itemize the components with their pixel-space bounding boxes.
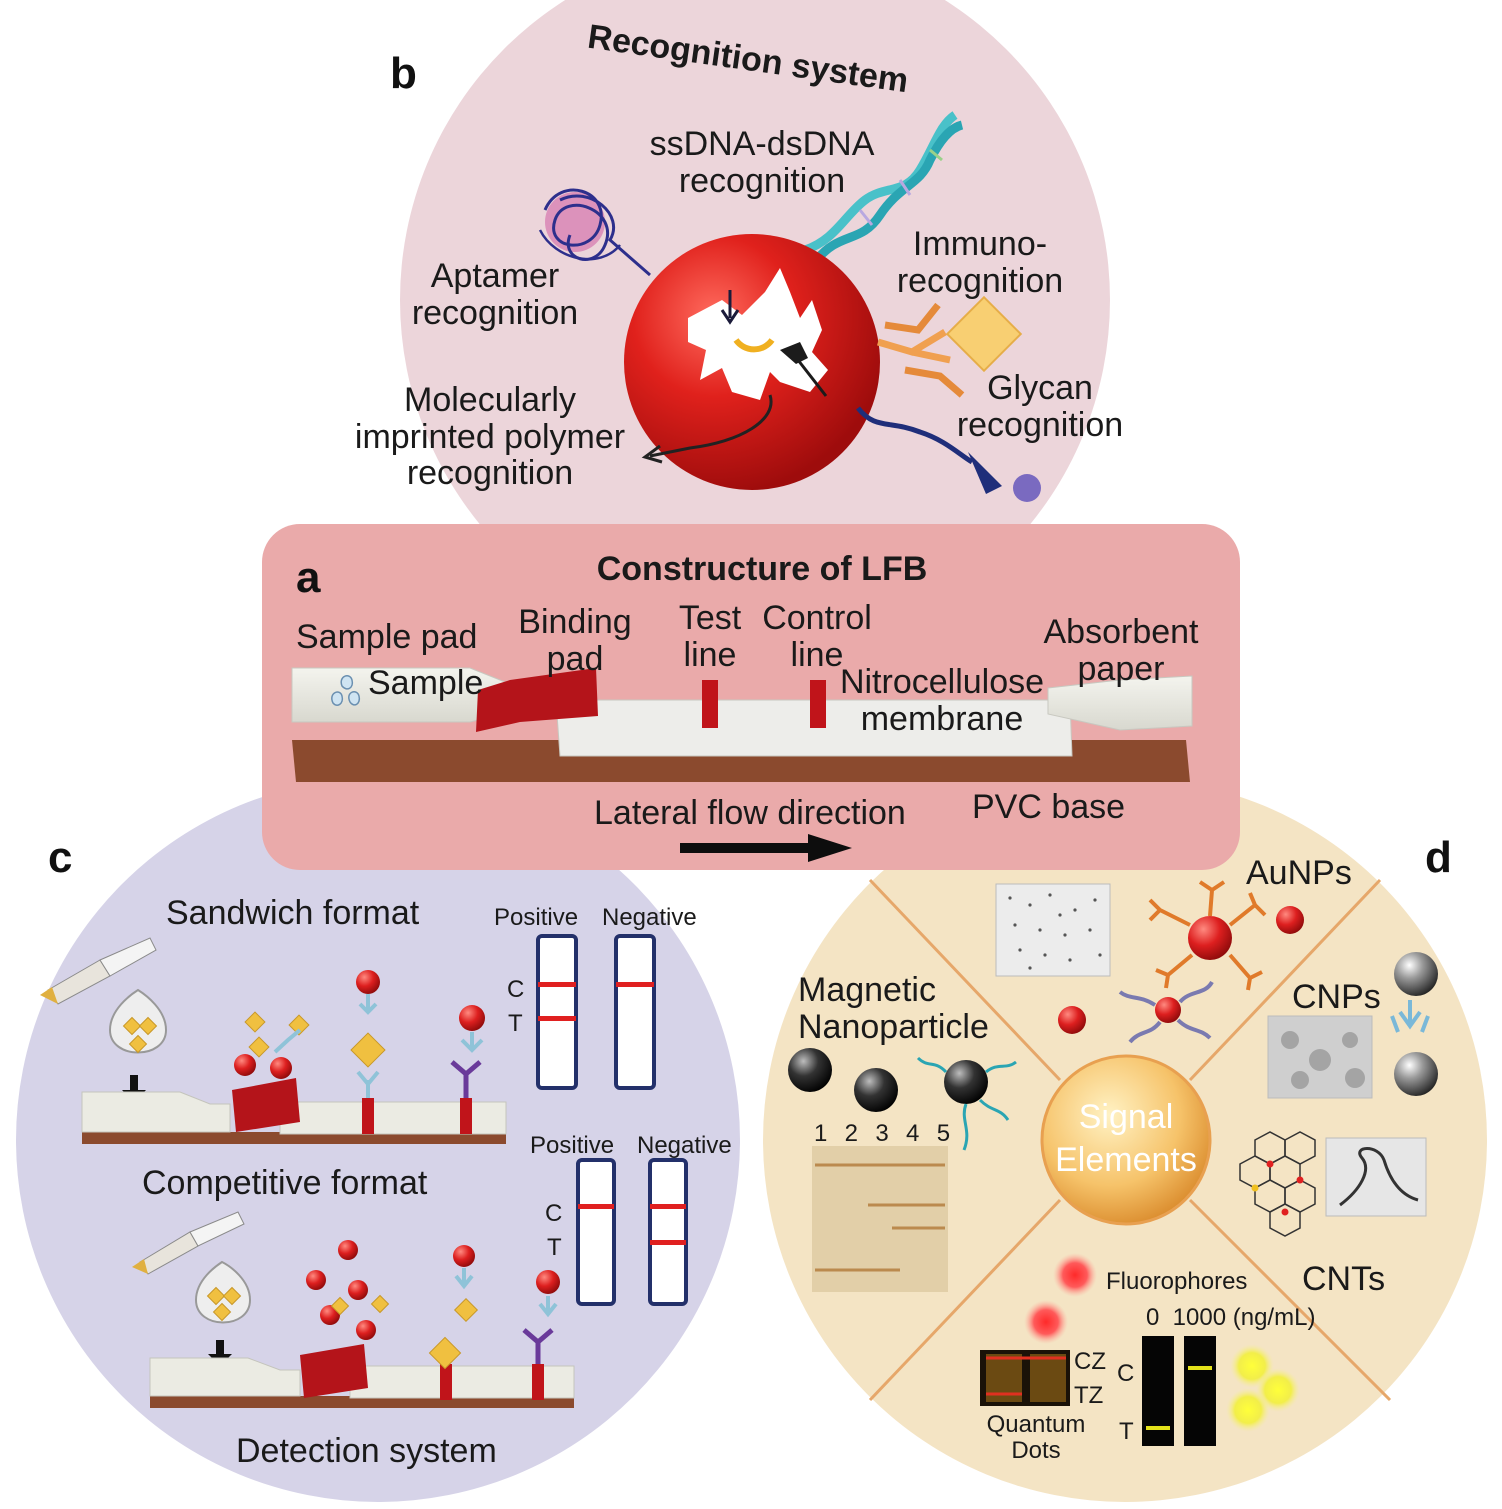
panel-a-letter: a [296, 553, 321, 602]
qd-tz-label: TZ [1074, 1382, 1104, 1409]
competitive-assay-graphic [132, 1211, 575, 1408]
competitive-negative-label: Negative [637, 1132, 732, 1159]
panel-b-letter: b [390, 49, 417, 98]
lfb-strip [291, 667, 1193, 862]
magnetic-nanoparticle-label: Magnetic Nanoparticle [798, 971, 989, 1046]
absorbent-paper-label: Absorbent paper [1043, 613, 1199, 688]
sandwich-result-strips [536, 934, 656, 1090]
glycan-label: Glycan recognition [956, 369, 1124, 444]
sandwich-positive-label: Positive [494, 904, 579, 931]
signal-elements-label: Signal Elements [1055, 1098, 1197, 1179]
pipette-icon [40, 937, 157, 1005]
glycan-icon [856, 406, 1041, 502]
panel-d-letter: d [1425, 833, 1452, 882]
sandwich-c-label: C [507, 976, 525, 1003]
gel-lane-numbers: 1 2 3 4 5 [814, 1120, 951, 1147]
sandwich-assay-graphic [40, 937, 507, 1144]
competitive-result-strips [576, 1158, 688, 1306]
signal-elements-graphics [788, 878, 1438, 1446]
immuno-label: Immuno- recognition [896, 225, 1064, 300]
fluor-t-label: T [1119, 1418, 1134, 1445]
signal-elements-core [1040, 1054, 1212, 1226]
lfb-title: Constructure of LFB [596, 550, 928, 588]
pipette-icon [132, 1211, 245, 1275]
aunp-icon [1188, 916, 1232, 960]
control-line-label: Control line [762, 599, 872, 674]
competitive-format-label: Competitive format [142, 1164, 428, 1202]
panel-c-letter: c [48, 833, 73, 882]
aptamer-coil-icon [538, 188, 651, 277]
binding-pad-label: Binding pad [518, 603, 632, 678]
aptamer-label: Aptamer recognition [411, 257, 579, 332]
dna-helix-icon [803, 111, 964, 265]
competitive-c-label: C [545, 1200, 563, 1227]
magnetic-particle-icon [788, 1048, 832, 1092]
sample-drops [331, 675, 361, 706]
quantum-dots-label: Quantum Dots [986, 1411, 1086, 1464]
sandwich-format-label: Sandwich format [166, 894, 420, 932]
aunps-label: AuNPs [1246, 854, 1352, 892]
arrow-right-icon [680, 834, 852, 862]
cnps-label: CNPs [1292, 978, 1381, 1016]
panel-a-background [262, 524, 1240, 870]
antigen-diamond [945, 295, 1023, 373]
ssdna-dsdna-label: ssDNA-dsDNA recognition [649, 125, 875, 200]
detection-system-title: Detection system [236, 1432, 497, 1470]
competitive-t-label: T [547, 1234, 562, 1261]
cnts-label: CNTs [1302, 1260, 1386, 1298]
test-line-label: Test line [678, 599, 742, 674]
aunp-tem-image [995, 883, 1111, 977]
gel-image [812, 1146, 948, 1292]
mip-label: Molecularly imprinted polymer recognitio… [354, 381, 626, 493]
competitive-positive-label: Positive [530, 1132, 615, 1159]
absorbent-paper [1047, 675, 1193, 731]
control-line-mark [810, 680, 826, 728]
aunp-tem-dots [1008, 893, 1102, 970]
nitrocellulose-label: Nitrocellulose membrane [839, 663, 1045, 738]
recognition-graphics [538, 111, 1041, 502]
sandwich-negative-label: Negative [602, 904, 697, 931]
sample-label: Sample [368, 664, 484, 702]
fluor-c-label: C [1117, 1360, 1135, 1387]
fluor-strip-1000 [1184, 1336, 1216, 1446]
binding-pad [476, 668, 598, 732]
cnp-icon [1394, 952, 1438, 996]
fluorophores-label: Fluorophores [1106, 1268, 1248, 1295]
imprinted-cavity [688, 268, 828, 400]
qd-cz-label: CZ [1074, 1348, 1106, 1375]
sample-pad-label: Sample pad [296, 618, 478, 656]
sector-dividers [868, 878, 1392, 1402]
concentration-label: 0 1000 (ng/mL) [1146, 1304, 1316, 1331]
flow-direction-label: Lateral flow direction [594, 794, 906, 832]
sandwich-t-label: T [508, 1010, 523, 1037]
pvc-base-label: PVC base [972, 788, 1126, 826]
antibody-icon [877, 302, 965, 398]
test-line-mark [702, 680, 718, 728]
